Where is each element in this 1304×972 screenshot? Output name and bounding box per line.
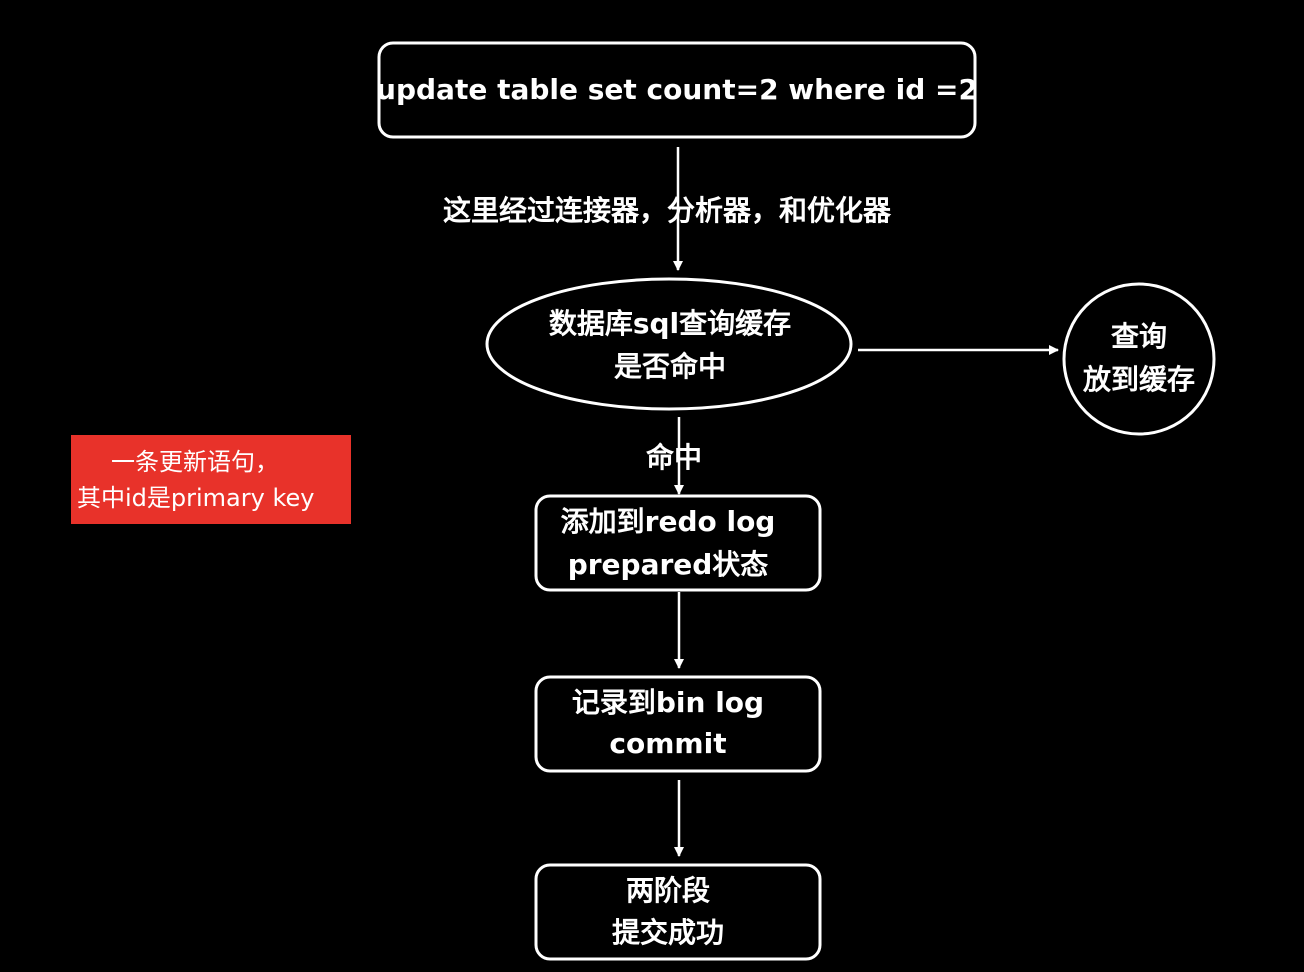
update-statement-node: update table set count=2 where id =2 [376,44,978,136]
redo-log-node: 添加到redo log prepared状态 [536,496,820,590]
bin-log-text-line1: 记录到bin log [571,686,765,720]
note-text-line1: 一条更新语句， [111,447,279,476]
update-statement-box [377,41,977,139]
two-phase-text-line1: 两阶段 [625,874,710,907]
note-callout: 一条更新语句， 其中id是primary key [71,435,351,524]
update-statement-text: update table set count=2 where id =2 [376,73,978,107]
redo-log-text-line1: 添加到redo log [560,504,776,538]
edge-label-hit: 命中 [646,441,703,474]
query-cache-text-line2: 放到缓存 [1082,363,1195,396]
cache-check-text-line2: 是否命中 [613,350,726,383]
cache-check-ellipse [485,277,853,411]
two-phase-commit-node: 两阶段 提交成功 [536,865,820,959]
note-text-line2: 其中id是primary key [77,483,315,512]
query-cache-text-line1: 查询 [1110,319,1167,353]
two-phase-commit-box [534,863,822,961]
two-phase-text-line2: 提交成功 [611,916,724,949]
cache-check-text-line1: 数据库sql查询缓存 [548,306,792,340]
bin-log-node: 记录到bin log commit [536,677,820,771]
redo-log-box [534,494,822,592]
cache-check-node: 数据库sql查询缓存 是否命中 [495,295,845,395]
redo-log-text-line2: prepared状态 [567,548,769,581]
bin-log-text-line2: commit [609,727,727,760]
edge-label-connector-analyzer-optimizer: 这里经过连接器，分析器，和优化器 [443,194,892,227]
query-cache-node: 查询 放到缓存 [1066,288,1212,428]
bin-log-box [534,675,822,773]
query-cache-circle [1062,282,1216,436]
